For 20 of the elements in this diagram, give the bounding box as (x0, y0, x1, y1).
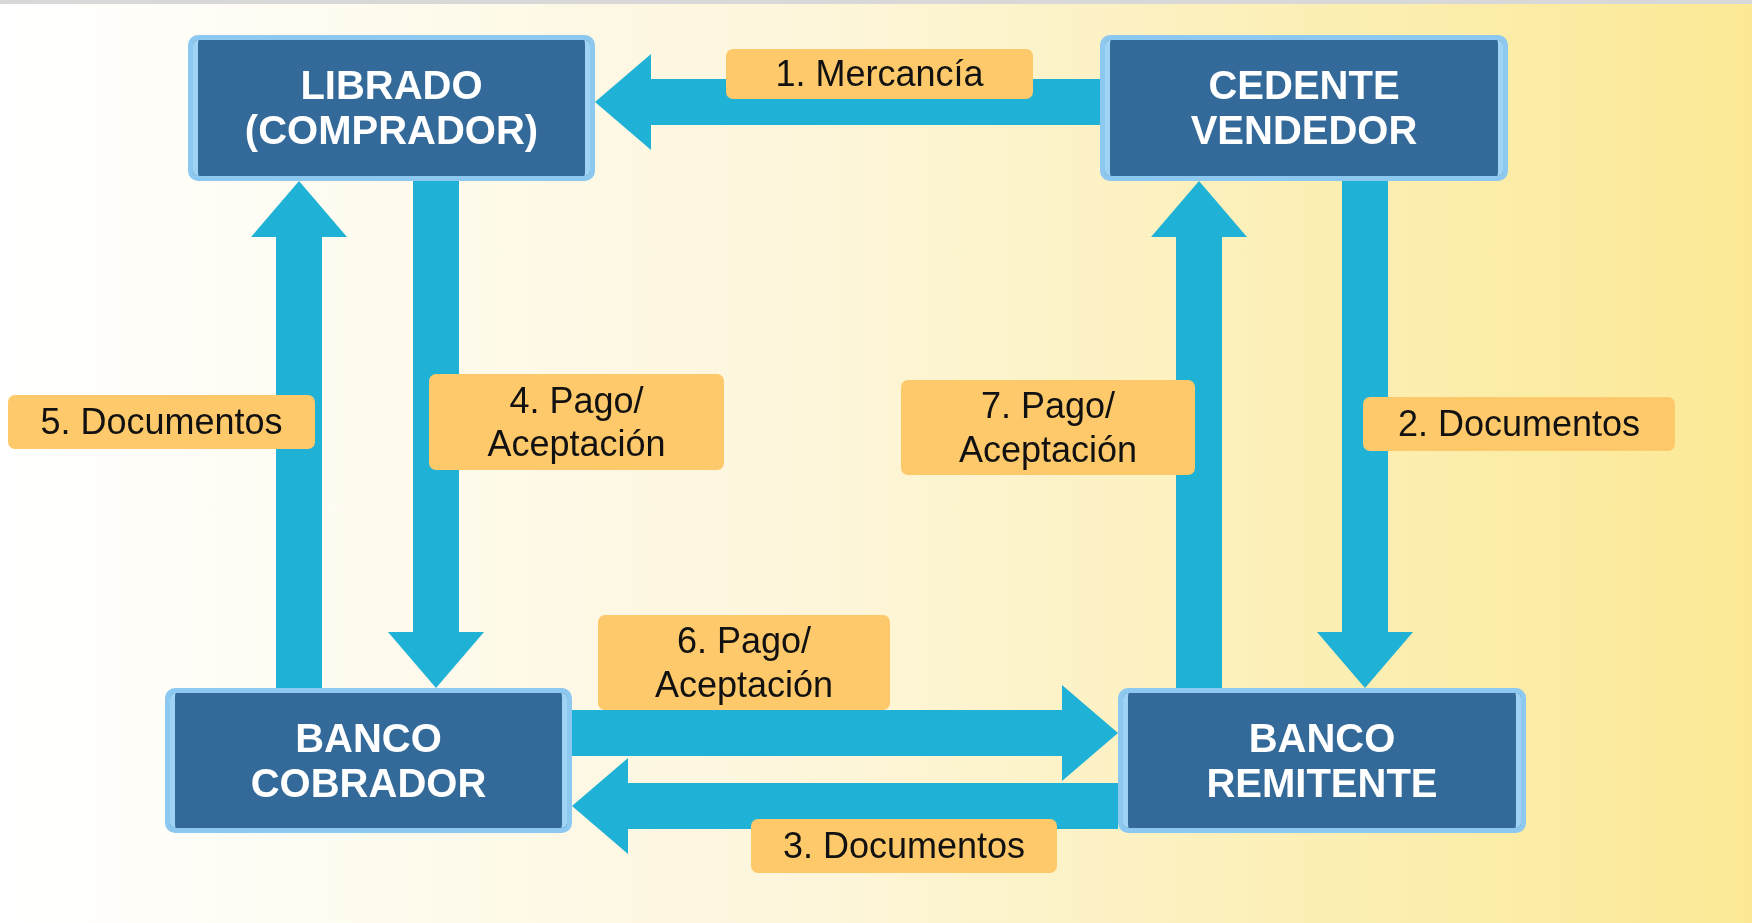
arrow (595, 54, 1100, 150)
edge-label: 5. Documentos (8, 395, 315, 449)
box-label: BANCO REMITENTE (1205, 715, 1439, 806)
arrow (251, 181, 347, 688)
edge-label: 4. Pago/ Aceptación (429, 374, 724, 470)
arrow (1151, 181, 1247, 688)
arrow (1317, 181, 1413, 688)
process-box (165, 688, 572, 833)
edge-label: 6. Pago/ Aceptación (598, 615, 890, 710)
edge-label: 1. Mercancía (726, 49, 1033, 99)
edge-label: 7. Pago/ Aceptación (901, 380, 1195, 475)
edge-label: 3. Documentos (751, 819, 1057, 873)
edge-label: 2. Documentos (1363, 397, 1675, 451)
process-box (1118, 688, 1526, 833)
process-box (1100, 35, 1508, 181)
box-label: LIBRADO (COMPRADOR) (243, 63, 540, 153)
process-box (188, 35, 595, 181)
box-label: BANCO COBRADOR (249, 715, 488, 806)
arrow (388, 181, 484, 688)
box-label: CEDENTE VENDEDOR (1189, 63, 1419, 153)
